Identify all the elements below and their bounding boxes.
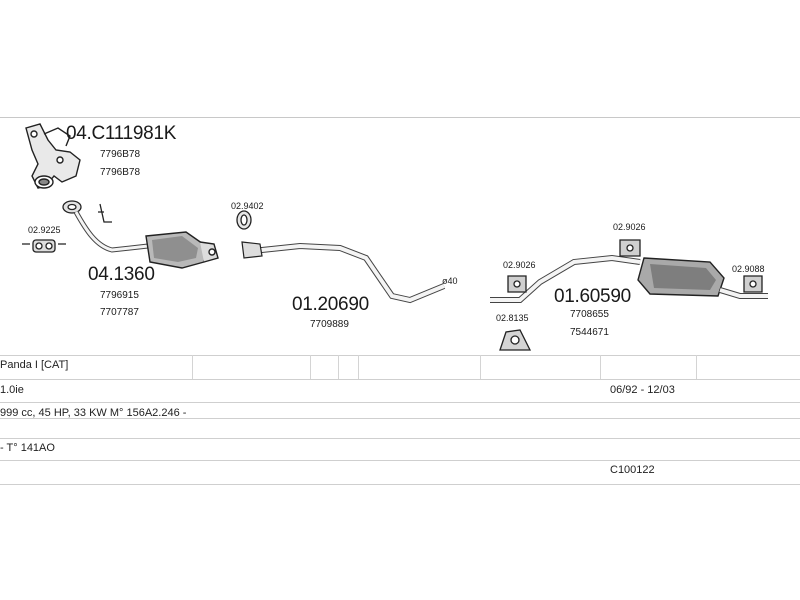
tail-clamp-icon[interactable] bbox=[743, 275, 763, 293]
year-range: 06/92 - 12/03 bbox=[610, 384, 675, 396]
table-border bbox=[0, 355, 800, 356]
manifold-ref-2: 7796B78 bbox=[100, 167, 141, 178]
cell-divider bbox=[192, 355, 193, 379]
tail-clamp-code: 02.9088 bbox=[732, 264, 765, 274]
table-border bbox=[0, 379, 800, 380]
rear-silencer-ref-1: 7708655 bbox=[570, 309, 609, 320]
cell-divider bbox=[600, 355, 601, 379]
mid-pipe-ref-1: 7709889 bbox=[310, 319, 349, 330]
manifold-code: 04.C111981K bbox=[66, 123, 177, 144]
catalyst-ref-1: 7796915 bbox=[100, 290, 139, 301]
catalyst-ref-2: 7707787 bbox=[100, 307, 139, 318]
table-border bbox=[0, 484, 800, 485]
manifold-icon[interactable] bbox=[25, 123, 81, 189]
vehicle-type: - T° 141AO bbox=[0, 442, 55, 454]
diagram-top-border bbox=[0, 117, 800, 118]
mid-clamp-code: 02.9402 bbox=[231, 201, 264, 211]
exhaust-diagram: 04.C111981K 7796B78 7796B78 02.9225 04.1… bbox=[22, 123, 768, 351]
gasket-code: 02.9225 bbox=[28, 225, 61, 235]
table-border bbox=[0, 460, 800, 461]
diameter-label: ø40 bbox=[442, 276, 458, 286]
hanger-a-code: 02.9026 bbox=[503, 260, 536, 270]
cell-divider bbox=[338, 355, 339, 379]
table-border bbox=[0, 418, 800, 419]
cell-divider bbox=[480, 355, 481, 379]
rubber-ring-code: 02.8135 bbox=[496, 313, 529, 323]
engine-spec: 999 cc, 45 HP, 33 KW M° 156A2.246 - bbox=[0, 407, 187, 419]
gasket-icon[interactable] bbox=[22, 239, 66, 253]
vehicle-model: Panda I [CAT] bbox=[0, 359, 69, 371]
catalyst-icon[interactable] bbox=[73, 210, 219, 269]
rubber-ring-icon[interactable] bbox=[499, 329, 532, 351]
cell-divider bbox=[358, 355, 359, 379]
cell-divider bbox=[310, 355, 311, 379]
rear-silencer-code: 01.60590 bbox=[554, 286, 631, 307]
mid-pipe-icon[interactable] bbox=[241, 241, 446, 304]
flange-icon[interactable] bbox=[62, 200, 112, 223]
catalyst-code: 04.1360 bbox=[88, 264, 155, 285]
table-border bbox=[0, 402, 800, 403]
mid-clamp-icon[interactable] bbox=[236, 210, 252, 230]
manifold-ref-1: 7796B78 bbox=[100, 149, 141, 160]
mid-pipe-code: 01.20690 bbox=[292, 294, 369, 315]
exhaust-drawing bbox=[22, 123, 768, 351]
hanger-icon[interactable] bbox=[507, 275, 527, 293]
hanger-b-code: 02.9026 bbox=[613, 222, 646, 232]
catalog-number: C100122 bbox=[610, 464, 655, 476]
rear-silencer-icon[interactable] bbox=[490, 254, 768, 303]
rear-silencer-ref-2: 7544671 bbox=[570, 327, 609, 338]
hanger-icon[interactable] bbox=[619, 239, 641, 257]
cell-divider bbox=[696, 355, 697, 379]
table-border bbox=[0, 438, 800, 439]
engine-label: 1.0ie bbox=[0, 384, 24, 396]
